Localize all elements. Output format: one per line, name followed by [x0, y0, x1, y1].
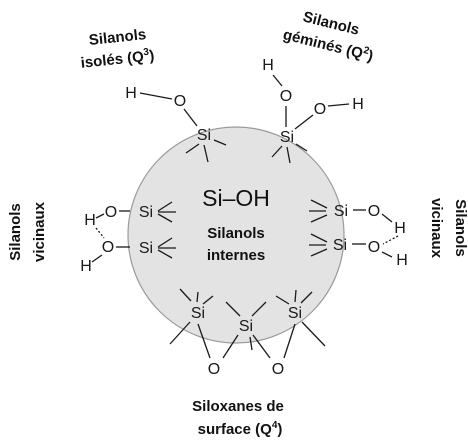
- vicinal-left-line1: Silanols: [7, 203, 24, 261]
- isolated-label-line1: Silanols: [88, 26, 147, 49]
- atom-h: H: [125, 85, 137, 102]
- atom-o: O: [280, 88, 292, 105]
- isolated-silanol: H O Si: [125, 85, 227, 163]
- vicinal-left-line2: vicinaux: [31, 201, 48, 262]
- atom-si: Si: [139, 204, 153, 221]
- atom-si: Si: [334, 203, 348, 220]
- atom-si: Si: [333, 237, 347, 254]
- isolated-label-line2: isolés (Q3): [80, 46, 155, 72]
- atom-h: H: [80, 258, 92, 275]
- atom-h: H: [396, 252, 408, 269]
- siloxane-label-line1: Siloxanes de: [192, 398, 284, 415]
- atom-o: O: [208, 361, 220, 378]
- siloxane-bridges: Si Si Si O O: [169, 288, 326, 378]
- vicinal-right-line2: vicinaux: [428, 198, 445, 259]
- atom-o: O: [102, 239, 114, 256]
- vicinal-right-line1: Silanols: [452, 199, 468, 257]
- atom-h: H: [84, 212, 96, 229]
- atom-o: O: [368, 203, 380, 220]
- center-label-line1: Silanols: [207, 225, 265, 242]
- atom-si: Si: [239, 318, 253, 335]
- atom-si: Si: [280, 129, 294, 146]
- atom-si: Si: [197, 127, 211, 144]
- atom-si: Si: [288, 305, 302, 322]
- siloxane-label-line2: surface (Q4): [198, 420, 283, 438]
- atom-o: O: [314, 101, 326, 118]
- vicinal-right-silanols: Si O H Si O H: [309, 199, 408, 269]
- atom-h: H: [394, 220, 406, 237]
- center-label-line2: internes: [207, 247, 265, 264]
- silica-particle: [127, 126, 345, 344]
- atom-si: Si: [191, 305, 205, 322]
- atom-o: O: [272, 361, 284, 378]
- atom-h: H: [352, 96, 364, 113]
- atom-o: O: [105, 204, 117, 221]
- atom-h: H: [262, 57, 274, 74]
- geminal-silanol: H O H O Si: [262, 57, 364, 164]
- atom-o: O: [368, 239, 380, 256]
- vicinal-left-silanols: H O Si O H Si: [80, 201, 176, 275]
- atom-si: Si: [139, 240, 153, 257]
- atom-o: O: [174, 93, 186, 110]
- center-formula: Si–OH: [202, 185, 270, 211]
